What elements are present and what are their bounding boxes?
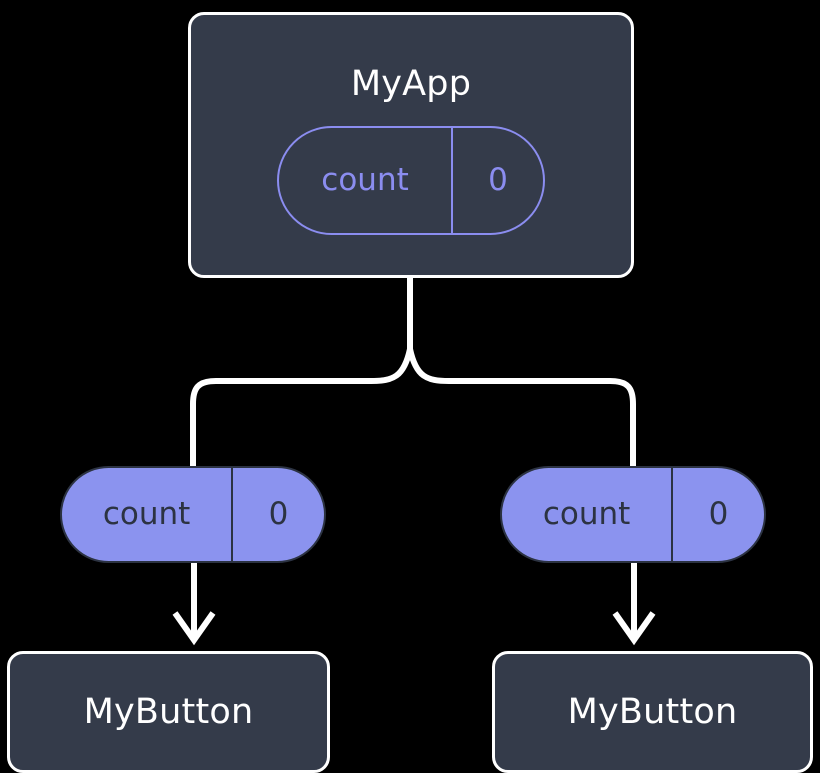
edge-branch-right [407,348,636,470]
node-mybutton-right-label: MyButton [567,691,738,732]
prop-pill-value: 0 [671,468,764,561]
prop-pill-value: 0 [231,468,324,561]
node-mybutton-left[interactable]: MyButton [7,651,330,773]
state-pill-key: count [321,162,409,198]
node-myapp-label: MyApp [350,64,472,104]
node-mybutton-right[interactable]: MyButton [492,651,813,773]
state-pill-value: 0 [451,128,543,233]
node-mybutton-left-label: MyButton [83,691,254,732]
prop-pill-key: count [542,496,631,532]
arrow-head-right-icon [612,611,656,646]
prop-pill-left-count[interactable]: count 0 [60,466,326,563]
edge-branch-left [190,348,413,470]
prop-pill-right-count[interactable]: count 0 [500,466,766,563]
prop-pill-key: count [102,496,191,532]
arrow-head-left-icon [172,611,216,646]
state-pill-myapp-count[interactable]: count 0 [277,126,545,235]
